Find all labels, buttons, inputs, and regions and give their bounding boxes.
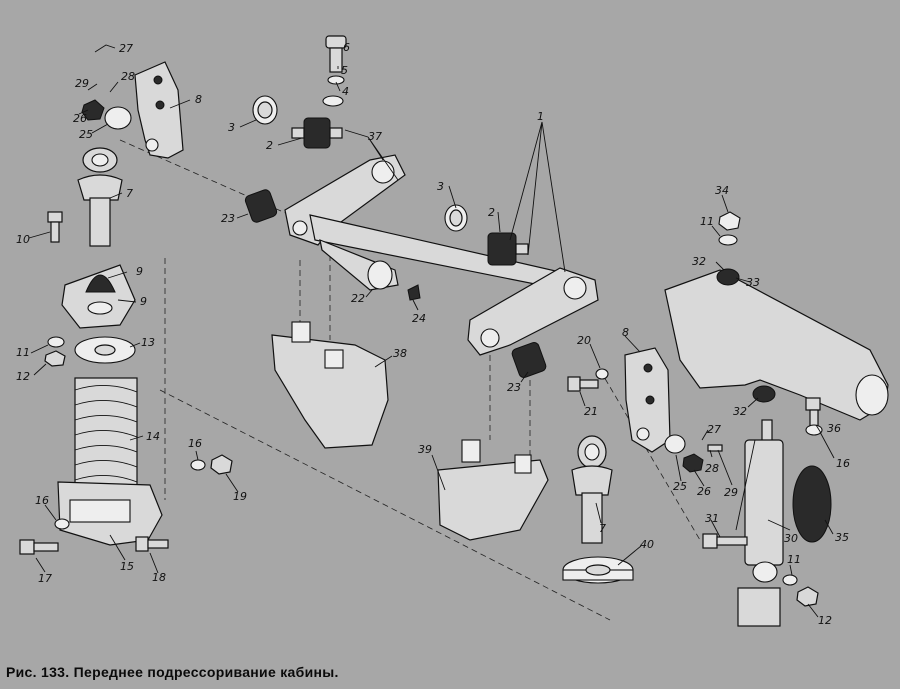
label-13: 13 [141,336,155,349]
label-37: 37 [368,130,382,143]
assembly-axis-lines [119,139,701,621]
label-33: 33 [746,276,760,289]
right-shock-unit [624,211,889,627]
label-20: 20 [577,334,591,347]
label-40: 40 [640,538,654,551]
label-15: 15 [120,560,134,573]
label-39: 39 [418,443,432,456]
label-19: 19 [233,490,247,503]
label-7: 7 [126,187,133,200]
label-23-left: 23 [221,212,235,225]
stabilizer-beam-assembly [244,35,609,541]
label-9-top: 9 [136,265,143,278]
label-11-left: 11 [16,346,30,359]
label-29-right: 29 [724,486,738,499]
label-31: 31 [705,512,719,525]
label-2-right: 2 [488,206,495,219]
figure-caption: Рис. 133. Переднее подрессоривание кабин… [6,664,339,680]
label-2-left: 2 [266,139,273,152]
label-38: 38 [393,347,407,360]
label-23-right: 23 [507,381,521,394]
label-6: 6 [343,41,350,54]
label-16-left: 16 [35,494,49,507]
label-27: 27 [119,42,133,55]
label-32-bottom: 32 [733,405,747,418]
label-35: 35 [835,531,849,544]
part-number-labels: 27 29 28 8 26 25 7 10 9 9 11 12 13 14 15… [16,41,850,627]
label-36: 36 [827,422,841,435]
label-28-right: 28 [705,462,719,475]
label-7-right: 7 [599,522,606,535]
label-30: 30 [784,532,798,545]
label-14: 14 [146,430,160,443]
label-5: 5 [341,64,348,77]
label-25: 25 [79,128,93,141]
label-26-right: 26 [697,485,711,498]
label-22: 22 [351,292,365,305]
label-16-right: 16 [836,457,850,470]
coil-spring [74,377,138,491]
label-8: 8 [195,93,202,106]
left-spring-unit [19,61,233,555]
label-28: 28 [121,70,135,83]
label-25-right: 25 [673,480,687,493]
label-12-right: 12 [818,614,832,627]
label-10: 10 [16,233,30,246]
eye-bolt-7-and-washer-40 [562,435,634,584]
label-9-bottom: 9 [140,295,147,308]
label-3-right: 3 [437,180,444,193]
label-17: 17 [38,572,52,585]
label-1: 1 [537,110,544,123]
exploded-assembly-drawing: 27 29 28 8 26 25 7 10 9 9 11 12 13 14 15… [16,35,889,627]
leader-lines [28,44,835,618]
label-27-right: 27 [707,423,721,436]
label-26: 26 [73,112,87,125]
label-34: 34 [715,184,729,197]
label-4: 4 [342,85,349,98]
label-21: 21 [584,405,598,418]
label-11-right-bottom: 11 [787,553,801,566]
label-8-right: 8 [622,326,629,339]
label-24: 24 [412,312,426,325]
label-12-left: 12 [16,370,30,383]
label-29: 29 [75,77,89,90]
label-11-right-top: 11 [700,215,714,228]
label-18: 18 [152,571,166,584]
label-32-top: 32 [692,255,706,268]
label-3-left: 3 [228,121,235,134]
label-16-mid: 16 [188,437,202,450]
